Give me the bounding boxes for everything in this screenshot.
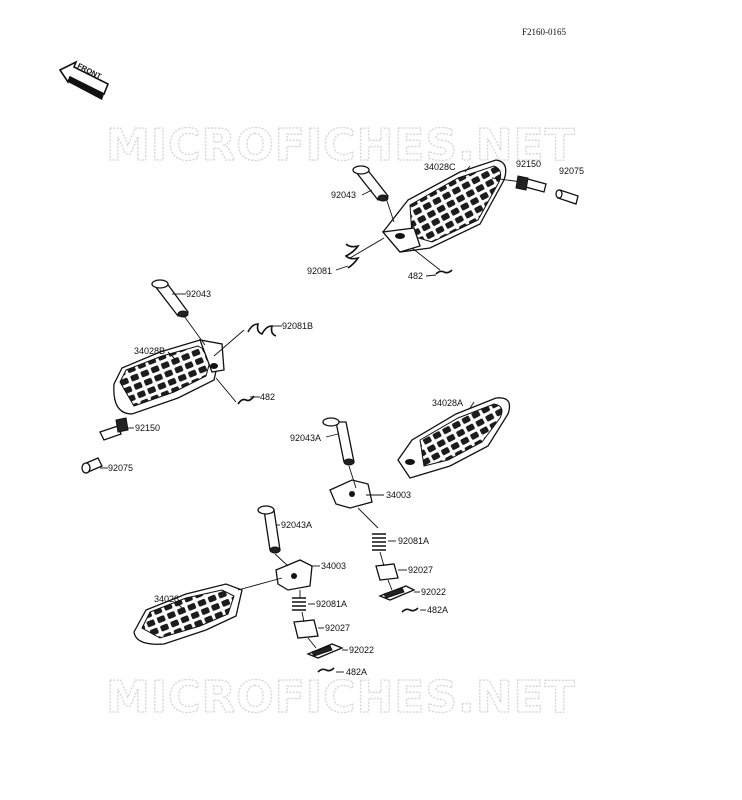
label-92043-top: 92043: [331, 190, 356, 200]
label-34028: 34028: [154, 594, 179, 604]
footpeg-34028A: [397, 397, 511, 479]
label-92075-left: 92075: [108, 463, 133, 473]
collar-92027-low: [293, 619, 319, 639]
cotter-482A-low: [317, 667, 335, 673]
pin-92043A-low: [257, 505, 281, 554]
watermark-bottom: MICROFICHES.NET: [106, 672, 576, 723]
spring-92081-top: [344, 243, 360, 269]
label-92022-right: 92022: [421, 587, 446, 597]
label-34028A: 34028A: [432, 398, 463, 408]
label-92027-low: 92027: [325, 623, 350, 633]
label-92081-top: 92081: [307, 266, 332, 276]
label-92043A-right: 92043A: [290, 433, 321, 443]
footpeg-34028: [133, 583, 243, 645]
bolt-92150-left: [99, 417, 129, 441]
spring-92081B: [247, 323, 277, 337]
label-482-left: 482: [260, 392, 275, 402]
footpeg-34028C: [381, 159, 507, 253]
footpeg-34028B: [113, 339, 225, 415]
bracket-34003-low: [275, 559, 313, 591]
cotter-482-left: [237, 395, 255, 405]
label-482A-low: 482A: [346, 667, 367, 677]
pin-92043-top: [352, 165, 390, 202]
label-92150-top: 92150: [516, 159, 541, 169]
label-92022-low: 92022: [349, 645, 374, 655]
label-92150-left: 92150: [135, 423, 160, 433]
label-92075-top: 92075: [559, 166, 584, 176]
collar-92027-right: [375, 563, 399, 581]
label-92027-right: 92027: [408, 565, 433, 575]
spring-92081A-right: [372, 533, 386, 551]
pin-92075-top: [555, 189, 579, 205]
figure-code: F2160-0165: [522, 27, 567, 37]
label-34028B: 34028B: [134, 346, 165, 356]
front-arrow-icon: FRONT: [58, 60, 110, 100]
label-34003-right: 34003: [386, 490, 411, 500]
label-34028C: 34028C: [424, 162, 456, 172]
pin-92043A-right: [322, 417, 355, 466]
label-482A-right: 482A: [427, 605, 448, 615]
spring-92081A-low: [292, 597, 306, 611]
plate-92022-right: [378, 585, 416, 601]
label-34003-low: 34003: [321, 561, 346, 571]
bracket-34003-right: [329, 479, 373, 509]
label-92081A-right: 92081A: [398, 536, 429, 546]
pin-92043-left: [151, 279, 190, 318]
label-92081A-low: 92081A: [316, 599, 347, 609]
plate-92022-low: [306, 643, 344, 659]
label-482-top: 482: [408, 271, 423, 281]
pin-92075-left: [81, 457, 103, 474]
cotter-482A-right: [401, 607, 419, 613]
watermark-top: MICROFICHES.NET: [106, 120, 576, 171]
bolt-92150-top: [515, 175, 547, 193]
label-92081B: 92081B: [282, 321, 313, 331]
label-92043-left: 92043: [186, 289, 211, 299]
label-92043A-low: 92043A: [281, 520, 312, 530]
cotter-482-top: [435, 269, 453, 275]
